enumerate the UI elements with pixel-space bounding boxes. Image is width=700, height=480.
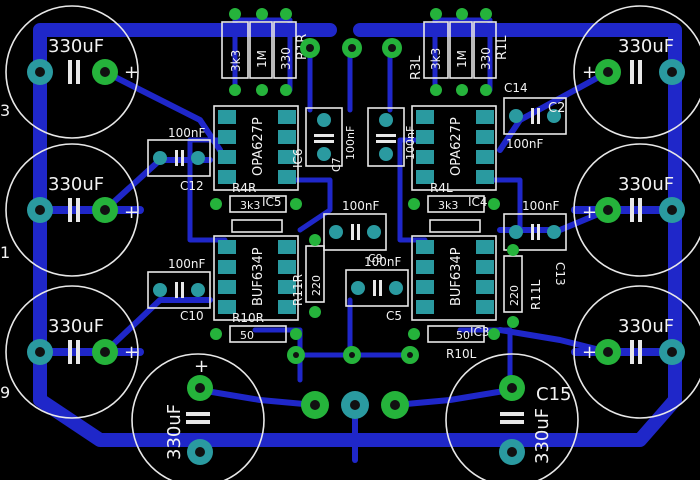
resistor-designator: R10L	[446, 347, 477, 361]
resistor-r10l: 50 R10L	[408, 325, 500, 361]
cap-value: 100nF	[168, 257, 206, 271]
small-capacitors: 100nF C12 100nF C10 100nF C7 100nF	[147, 81, 567, 323]
resistor-value: 3k3	[229, 50, 243, 72]
polarity: +	[124, 342, 139, 363]
resistor-value: 3k3	[438, 199, 458, 212]
cap-designator: C15	[536, 384, 571, 405]
polarity: +	[582, 62, 597, 83]
cap-designator: C13	[553, 262, 567, 286]
resistor-value: 220	[508, 285, 521, 306]
resistor-designator: R4R	[232, 181, 256, 195]
cap-c7: 100nF C7	[305, 107, 357, 172]
big-cap-left-3: 330uF +	[5, 285, 139, 419]
cap-c10: 100nF C10	[147, 257, 211, 323]
big-cap-bottom-right: 330uF C15	[445, 353, 579, 480]
big-cap-right-1: 330uF +	[573, 5, 700, 139]
edge-label: 9	[0, 383, 10, 402]
polarity: +	[582, 342, 597, 363]
ic-designator: IC6	[291, 148, 305, 168]
polarity: +	[194, 356, 209, 377]
resistor-value: 330	[479, 47, 493, 70]
cap-c14: C14 C2 100nF	[503, 81, 567, 151]
cap-value: 330uF	[618, 316, 674, 337]
ic-designator: IC5	[262, 195, 282, 209]
polarity: +	[582, 202, 597, 223]
big-cap-right-3: 330uF +	[573, 285, 700, 419]
edge-label: 3	[0, 101, 10, 120]
cap-value: 330uF	[164, 404, 185, 460]
ic-buf634-left: BUF634P IC5	[213, 195, 299, 321]
ic-part: BUF634P	[449, 247, 464, 306]
polarity: +	[124, 202, 139, 223]
cap-value: 330uF	[48, 316, 104, 337]
cap-value: 100nF	[344, 126, 357, 160]
resistor-value: 3k3	[429, 48, 443, 70]
cap-designator: C14	[504, 81, 528, 95]
big-cap-left-1: 330uF +	[5, 5, 139, 139]
cap-designator: C2	[548, 101, 565, 116]
center-vias	[300, 38, 402, 58]
edge-label: 1	[0, 243, 10, 262]
ic-part: OPA627P	[251, 117, 266, 176]
vias	[287, 346, 419, 419]
cap-c9: 100nF C9	[323, 199, 387, 265]
resistor-value: 3k3	[240, 199, 260, 212]
big-capacitors: 330uF + 330uF + 330uF +	[0, 5, 700, 480]
resistor-value: 330	[279, 47, 293, 70]
resistor-designator: R10R	[232, 311, 264, 325]
cap-c12: 100nF C12	[147, 126, 211, 193]
polarity: +	[124, 62, 139, 83]
cap-value: 330uF	[618, 36, 674, 57]
cap-designator: C10	[180, 309, 204, 323]
cap-value: 330uF	[48, 36, 104, 57]
cap-designator: C7	[330, 157, 343, 172]
cap-value: 100nF	[342, 199, 380, 213]
resistor-designator: R11R	[291, 274, 305, 306]
resistor-designator: R4L	[430, 181, 453, 195]
cap-vertical-right: 100nF	[367, 107, 417, 167]
big-cap-right-2: 330uF +	[573, 143, 700, 277]
cap-value: 100nF	[364, 255, 402, 269]
ic-opa627-left: OPA627P IC6	[213, 105, 305, 191]
ic-buf634-right: BUF634P IC3	[411, 235, 497, 339]
ic-part: BUF634P	[251, 247, 266, 306]
resistor-r11l: 220 R11L	[503, 244, 543, 328]
resistor-r11r: 220 R11R	[291, 234, 325, 318]
ic-designator: IC4	[468, 195, 488, 209]
cap-value: 100nF	[168, 126, 206, 140]
resistor-r10r: R10R 50	[210, 311, 302, 343]
cap-c5: 100nF C5	[345, 255, 409, 323]
cap-designator: C9	[368, 252, 383, 265]
cap-value: 330uF	[618, 174, 674, 195]
cap-designator: C12	[180, 179, 204, 193]
small-resistors: R4R 3k3 R4L 3k3 220 R11R 220 R11L R10R	[210, 181, 543, 361]
cap-value: 330uF	[48, 174, 104, 195]
cap-value: 330uF	[532, 408, 553, 464]
resistor-value: 50	[240, 329, 254, 342]
resistor-designator: R11L	[529, 279, 543, 310]
big-cap-left-2: 330uF +	[5, 143, 139, 277]
ic-designator: IC3	[470, 325, 490, 339]
ic-part: OPA627P	[449, 117, 464, 176]
resistor-value: 1M	[255, 50, 269, 68]
resistor-r4r: R4R 3k3	[210, 181, 302, 233]
resistor-designator: R3L	[409, 55, 424, 80]
cap-value: 100nF	[522, 199, 560, 213]
cap-c13: 100nF C13	[503, 199, 567, 286]
cap-value: 100nF	[404, 126, 417, 160]
resistor-r4l: R4L 3k3	[408, 181, 500, 233]
ic-opa627-right: OPA627P IC4	[411, 105, 497, 209]
cap-designator: C5	[386, 309, 402, 323]
resistor-value: 50	[456, 329, 470, 342]
cap-value: 100nF	[506, 137, 544, 151]
big-cap-bottom-left: 330uF +	[131, 353, 265, 480]
resistor-designator: R1L	[495, 35, 510, 60]
resistor-value: 220	[310, 275, 323, 296]
resistor-value: 1M	[455, 50, 469, 68]
resistors-top-right: R3L 3k3 1M 330 R1L	[409, 8, 510, 96]
